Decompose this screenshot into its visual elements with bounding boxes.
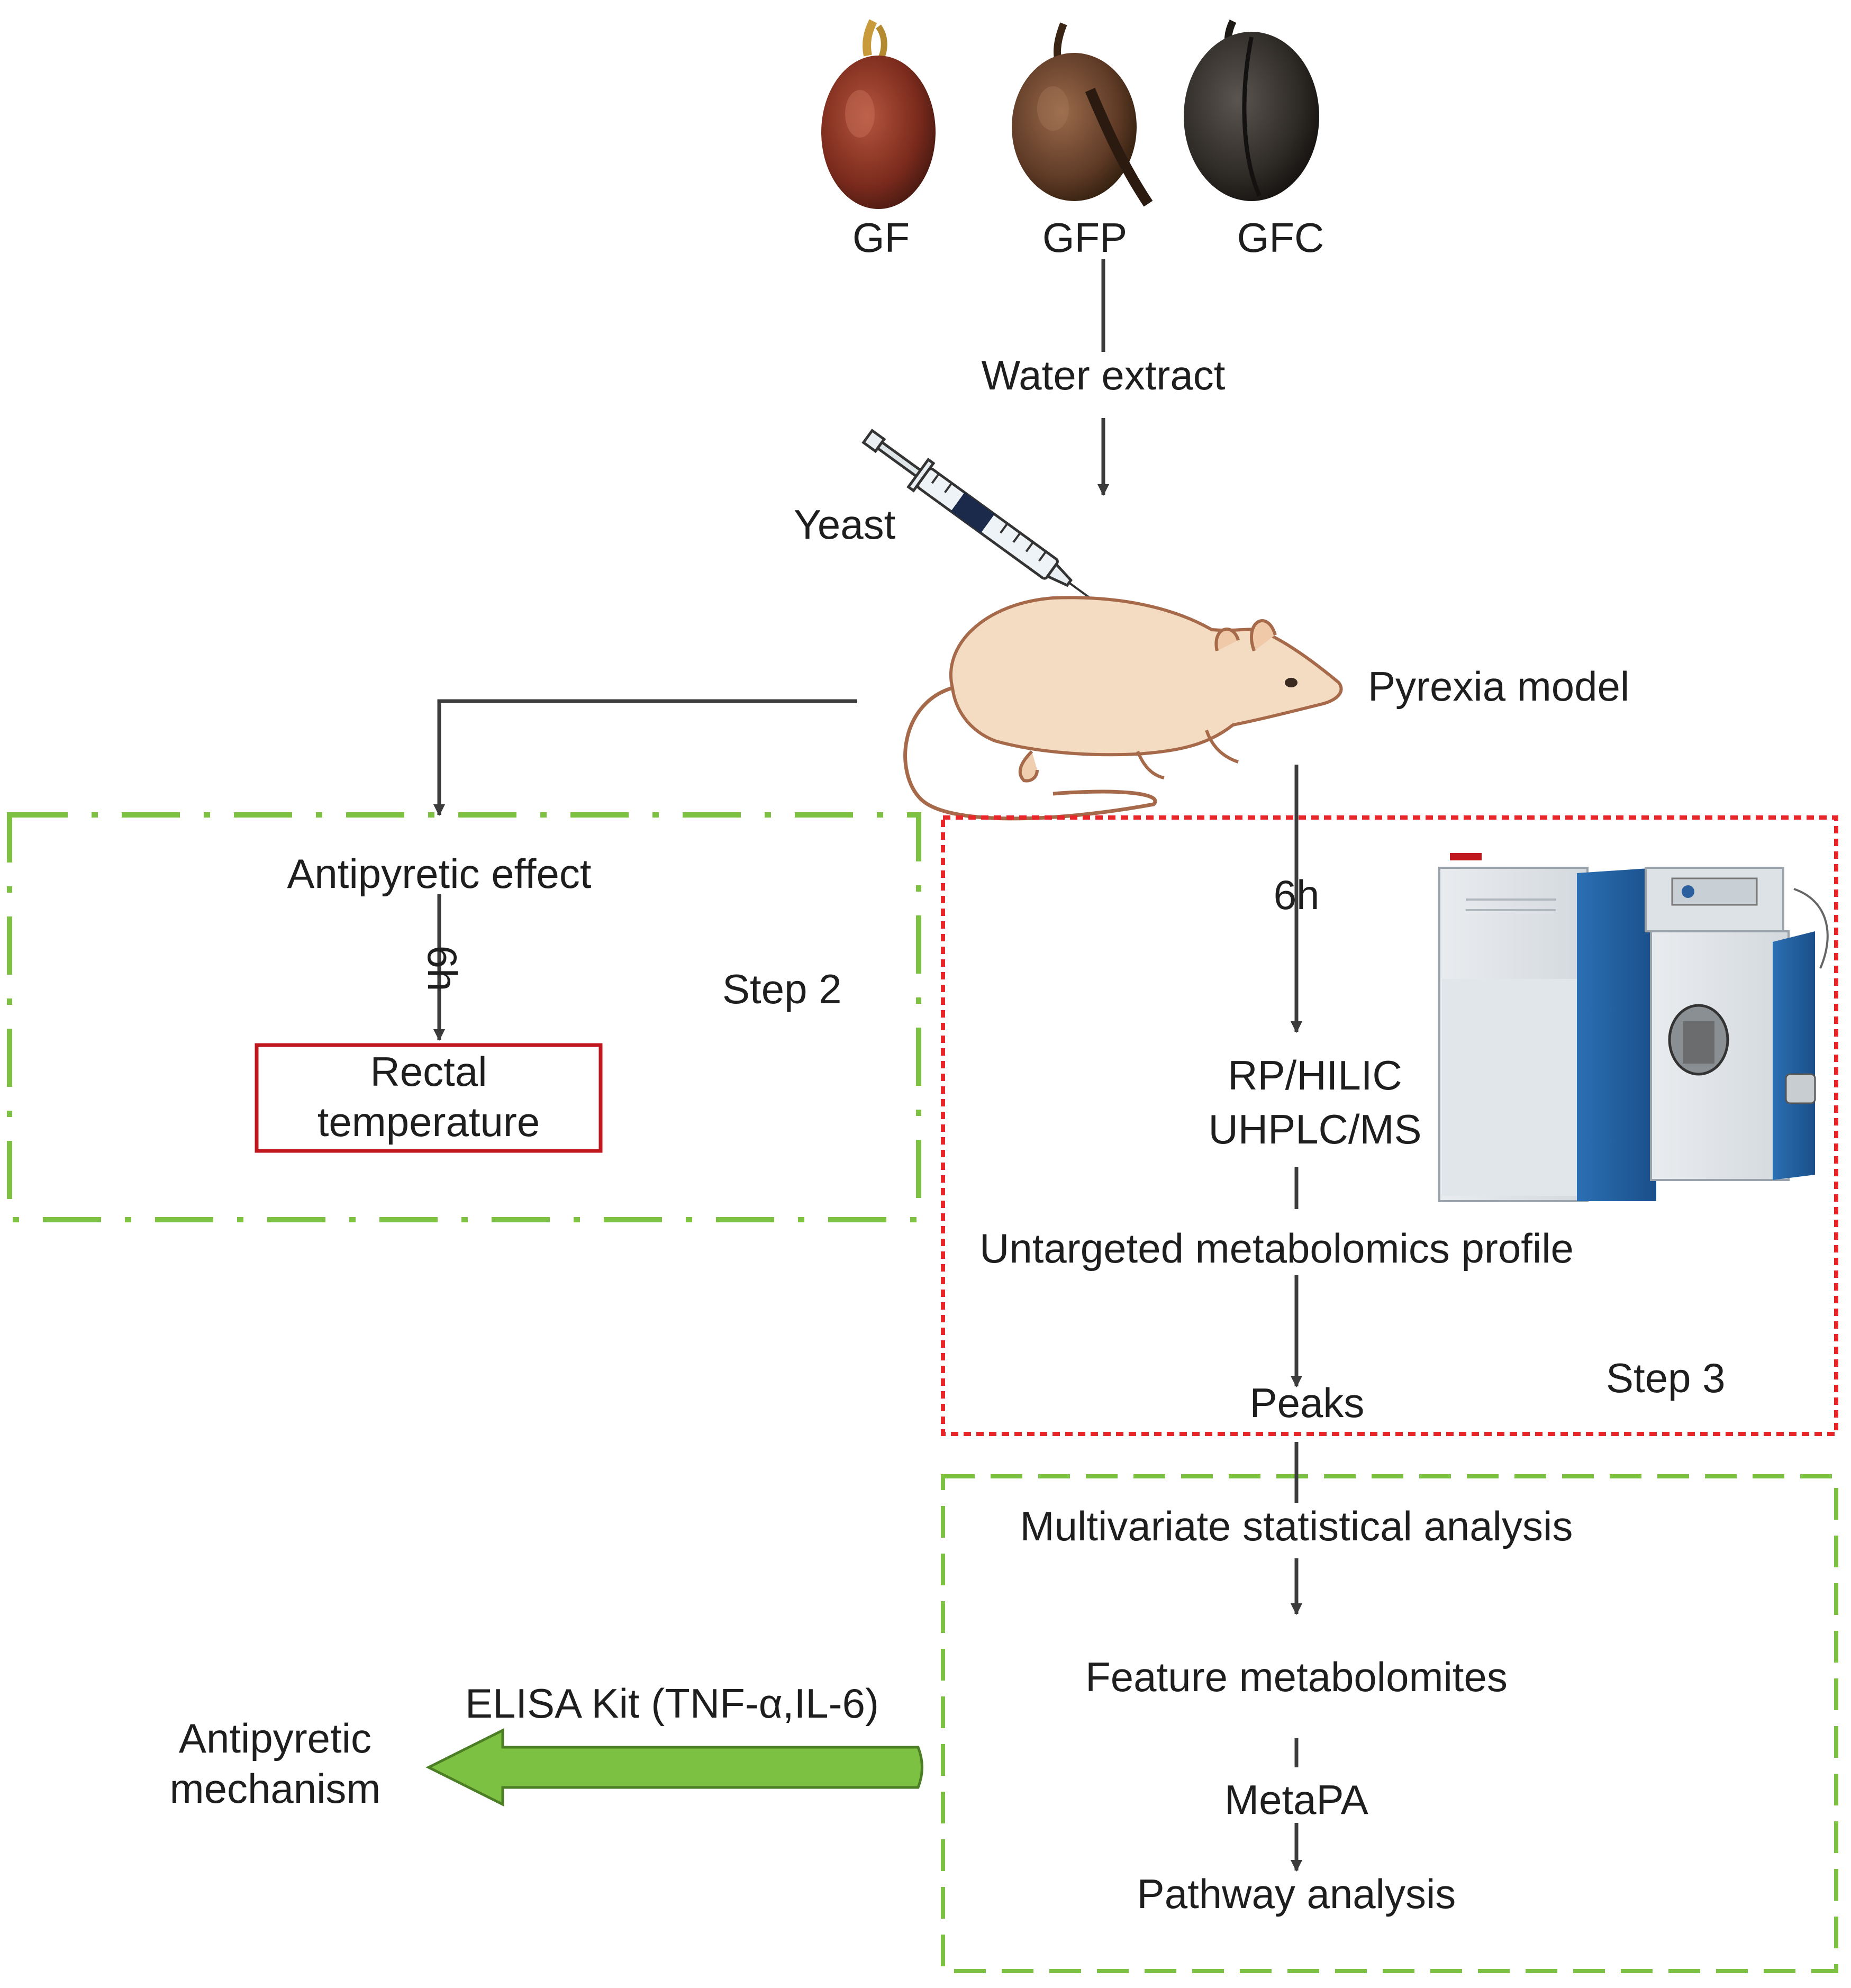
uhplc-ms-label: UHPLC/MS — [1208, 1106, 1422, 1152]
peaks-label: Peaks — [1249, 1379, 1365, 1426]
metapa-label: MetaPA — [1224, 1776, 1368, 1823]
rp-hilic-label: RP/HILIC — [1228, 1052, 1402, 1099]
step4-region — [941, 1474, 1838, 1973]
water-extract-label: Water extract — [981, 352, 1226, 398]
fruit-icon — [1012, 22, 1153, 207]
rectal-temperature-label: Rectal temperature — [317, 1048, 540, 1146]
elisa-label: ELISA Kit (TNF-α,IL-6) — [465, 1680, 879, 1727]
multivariate-label: Multivariate statistical analysis — [1020, 1503, 1573, 1549]
step3-region — [941, 815, 1838, 1436]
time-label-left: 6h — [419, 945, 466, 992]
pathway-analysis-label: Pathway analysis — [1137, 1871, 1456, 1917]
sample-label-gfp: GFP — [1042, 214, 1128, 261]
feature-metabolites-label: Feature metabolomites — [1085, 1654, 1508, 1700]
syringe-icon — [861, 429, 1109, 612]
step3-label: Step 3 — [1606, 1355, 1726, 1401]
pyrexia-model-label: Pyrexia model — [1368, 663, 1630, 710]
step2-label: Step 2 — [722, 966, 842, 1012]
mass-spectrometer-icon — [1438, 853, 1829, 1202]
untargeted-profile-label: Untargeted metabolomics profile — [979, 1225, 1574, 1272]
antipyretic-mechanism-arrow — [425, 1728, 923, 1807]
step2-region — [7, 812, 921, 1222]
sample-label-gf: GF — [852, 214, 910, 261]
fruit-icon — [1184, 19, 1319, 201]
fruit-icon — [821, 19, 936, 209]
mouse-icon — [903, 596, 1343, 821]
antipyretic-mechanism-label: Antipyretic mechanism — [169, 1715, 381, 1812]
sample-label-gfc: GFC — [1237, 214, 1324, 261]
time-label-right: 6h — [1273, 872, 1320, 918]
antipyretic-effect-label: Antipyretic effect — [287, 850, 592, 897]
rectal-temperature-box — [255, 1043, 603, 1153]
yeast-label: Yeast — [794, 501, 896, 548]
arrow-to-antipyretic-effect — [433, 699, 857, 816]
connectors — [433, 259, 1303, 1872]
